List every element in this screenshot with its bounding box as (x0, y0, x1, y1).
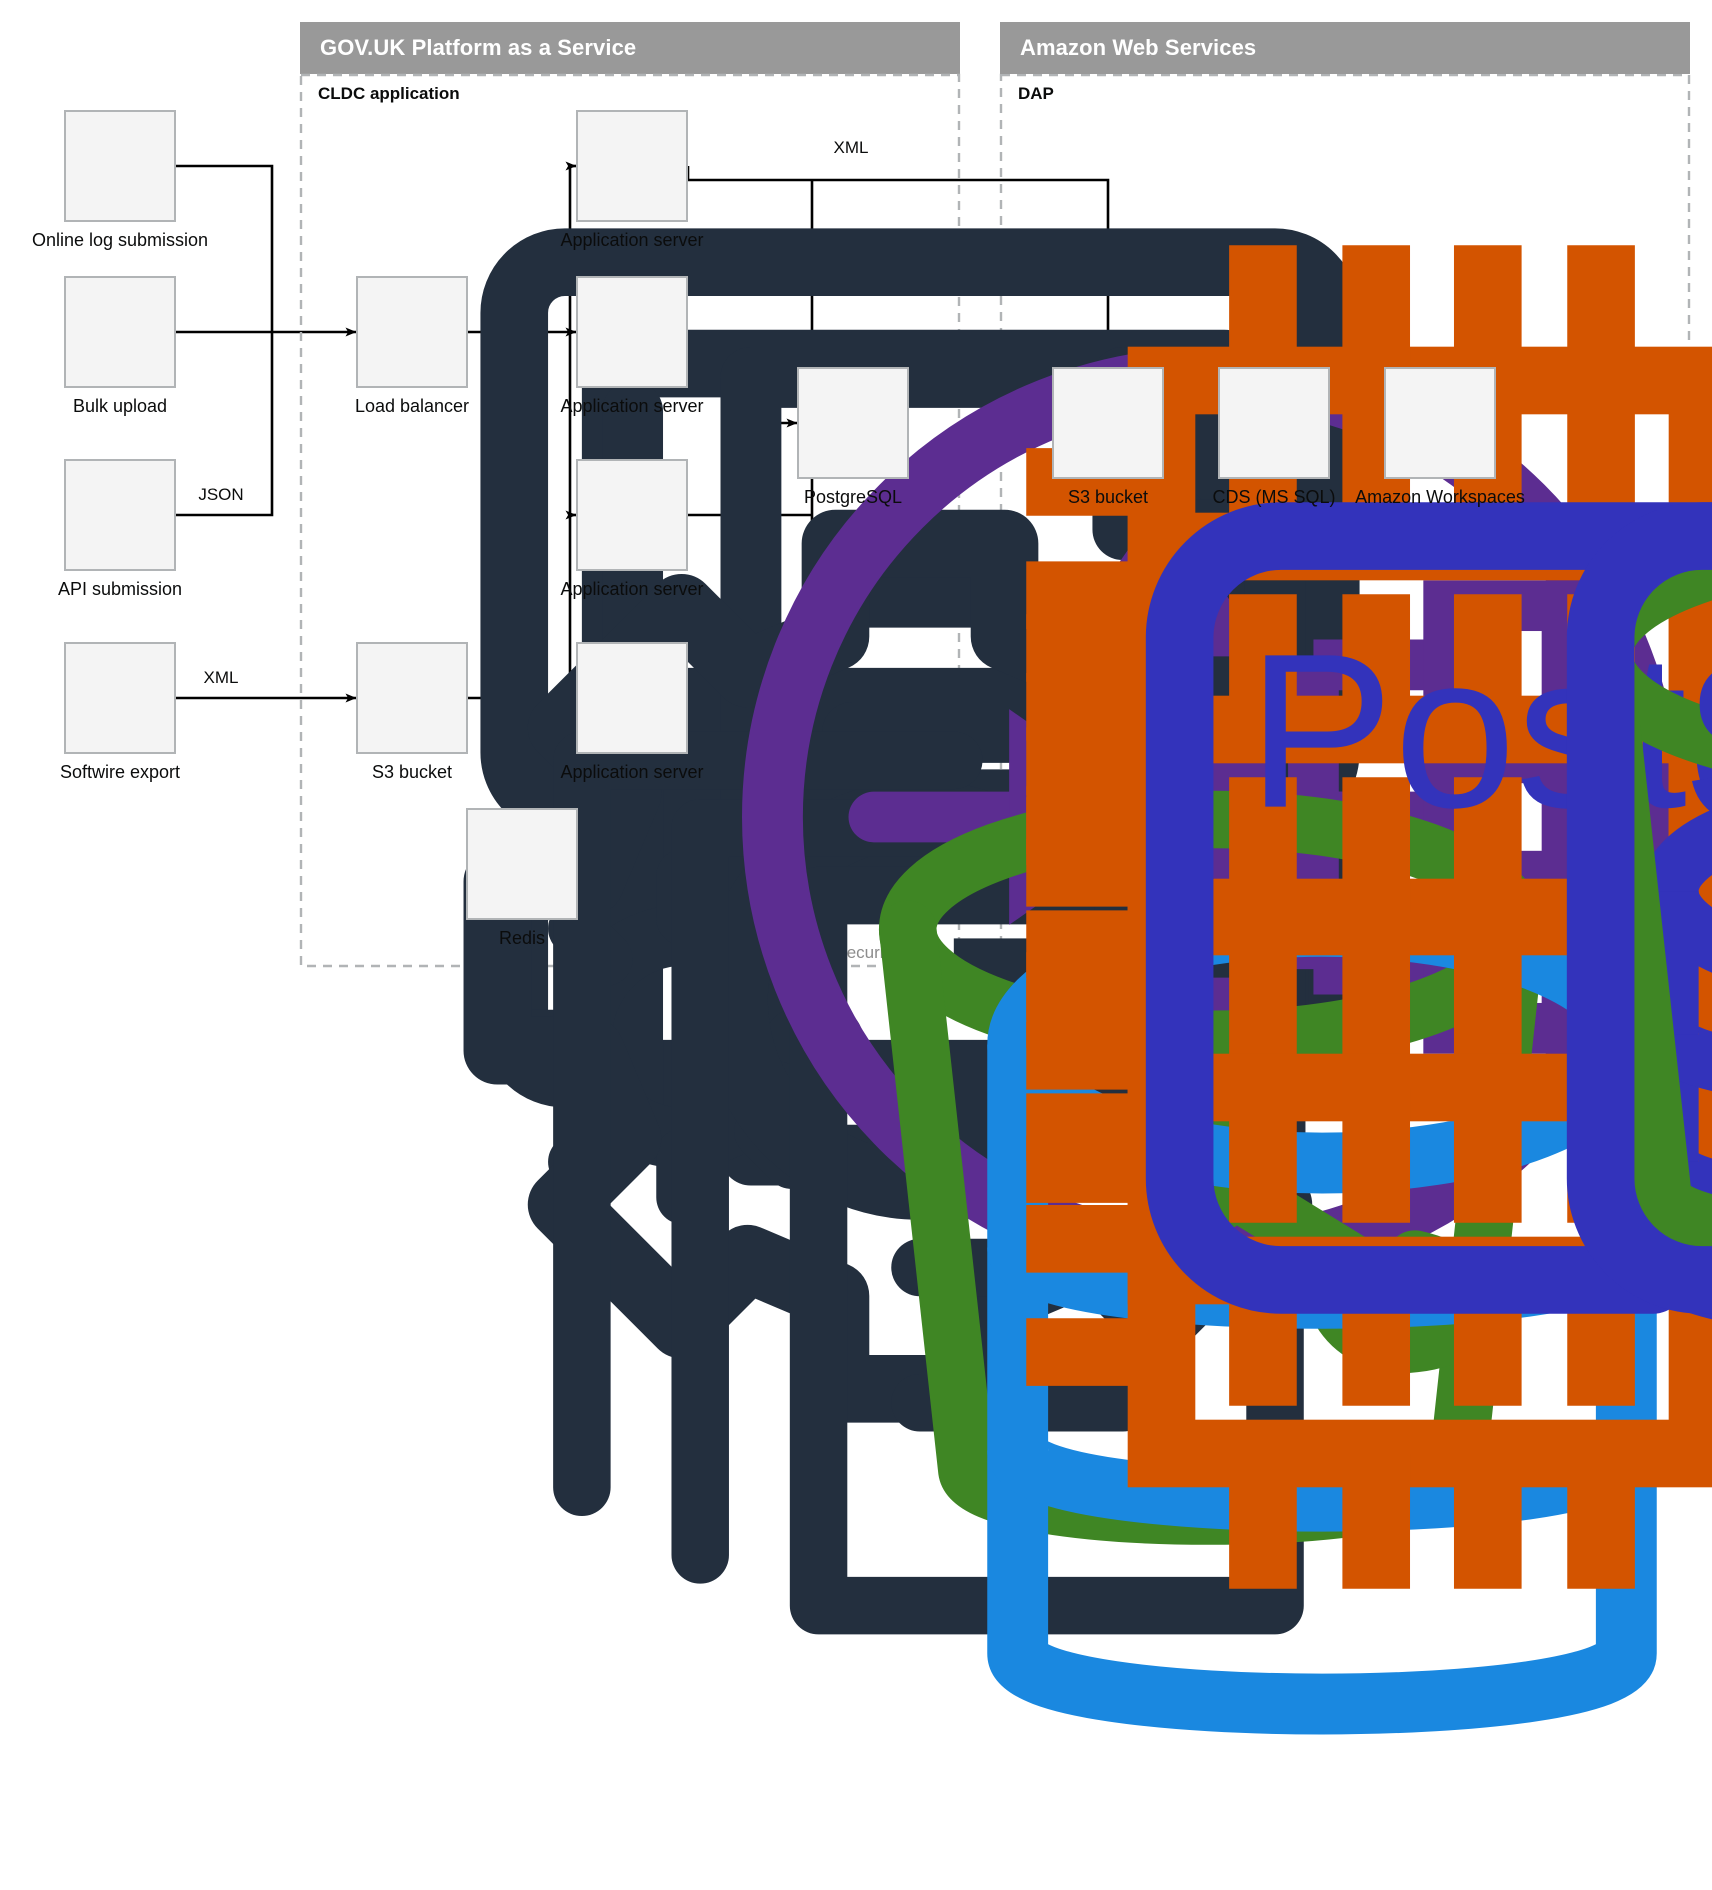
node-label-application-server-1: Application server (560, 230, 704, 250)
node-postgresql[interactable]: PostgreSQL PostgreSQL (797, 367, 1712, 1320)
node-application-server-1[interactable]: Application server (560, 110, 1712, 1057)
node-label-cds-ms-sql: CDS (MS SQL) (1212, 487, 1336, 507)
zone-subtitle-dap-label: DAP (1018, 84, 1054, 103)
architecture-diagram: GOV.UK Platform as a Service CLDC applic… (32, 22, 1712, 1735)
node-label-s3-bucket-paas: S3 bucket (371, 762, 453, 782)
node-amazon-workspaces[interactable]: Amazon Workspaces (1355, 367, 1525, 507)
node-label-api-submission: API submission (57, 579, 183, 599)
node-s3-bucket-aws[interactable]: S3 bucket (1052, 367, 1712, 1254)
zone-subtitle-cldc-label: CLDC application (318, 84, 460, 103)
zone-header-aws: Amazon Web Services (1000, 22, 1690, 74)
node-bulk-upload[interactable]: Bulk upload (64, 276, 1306, 1225)
edge-label-json-text: JSON (198, 485, 244, 504)
node-label-redis: Redis (498, 928, 546, 948)
node-application-server-4[interactable]: Application server (560, 642, 1712, 1589)
sqlserver-icon-text: SQL Server (1685, 610, 1712, 874)
edge-label-xml-dap-text: XML (833, 138, 869, 157)
zone-header-paas: GOV.UK Platform as a Service (300, 22, 960, 74)
zone-subtitle-cldc: CLDC application (318, 84, 460, 104)
node-label-application-server-3: Application server (560, 579, 704, 599)
node-cds-ms-sql[interactable]: SQL Server CDS (MS SQL) (1212, 367, 1712, 1314)
edge-label-xml-softwire-text: XML (203, 668, 239, 687)
node-label-application-server-2: Application server (560, 396, 704, 416)
edge-label-json: JSON (198, 485, 243, 505)
node-label-load-balancer: Load balancer (354, 396, 470, 416)
zone-header-paas-label: GOV.UK Platform as a Service (320, 35, 637, 60)
node-api-submission[interactable]: API submission (58, 459, 1377, 1423)
node-label-s3-bucket-aws: S3 bucket (1067, 487, 1149, 507)
node-label-online-log-submission: Online log submission (31, 230, 209, 250)
node-load-balancer[interactable]: Load balancer (355, 276, 1682, 1287)
edge-label-xml-dap: XML (834, 138, 869, 158)
node-application-server-2[interactable]: Application server (560, 276, 1712, 1223)
edge-apisubmission-to-lb (176, 332, 274, 517)
node-label-bulk-upload: Bulk upload (72, 396, 168, 416)
node-label-amazon-workspaces: Amazon Workspaces (1355, 487, 1525, 507)
edge-onlinelog-to-lb (176, 164, 274, 332)
node-online-log-submission[interactable]: Online log submission (32, 110, 1360, 1108)
edge-label-xml-softwire: XML (204, 668, 239, 688)
node-application-server-3[interactable]: Application server (560, 459, 1712, 1406)
zone-subtitle-dap: DAP (1018, 84, 1054, 104)
amazon-workspaces-icon (1384, 367, 1712, 1449)
node-label-postgresql: PostgreSQL (803, 487, 903, 507)
zone-header-aws-label: Amazon Web Services (1020, 35, 1257, 60)
node-redis[interactable]: Redis (466, 808, 1657, 1735)
node-label-application-server-4: Application server (560, 762, 704, 782)
node-s3-bucket-paas[interactable]: S3 bucket (356, 642, 1546, 1545)
node-softwire-export[interactable]: Softwire export (60, 642, 1304, 1635)
node-label-softwire-export: Softwire export (59, 762, 181, 782)
